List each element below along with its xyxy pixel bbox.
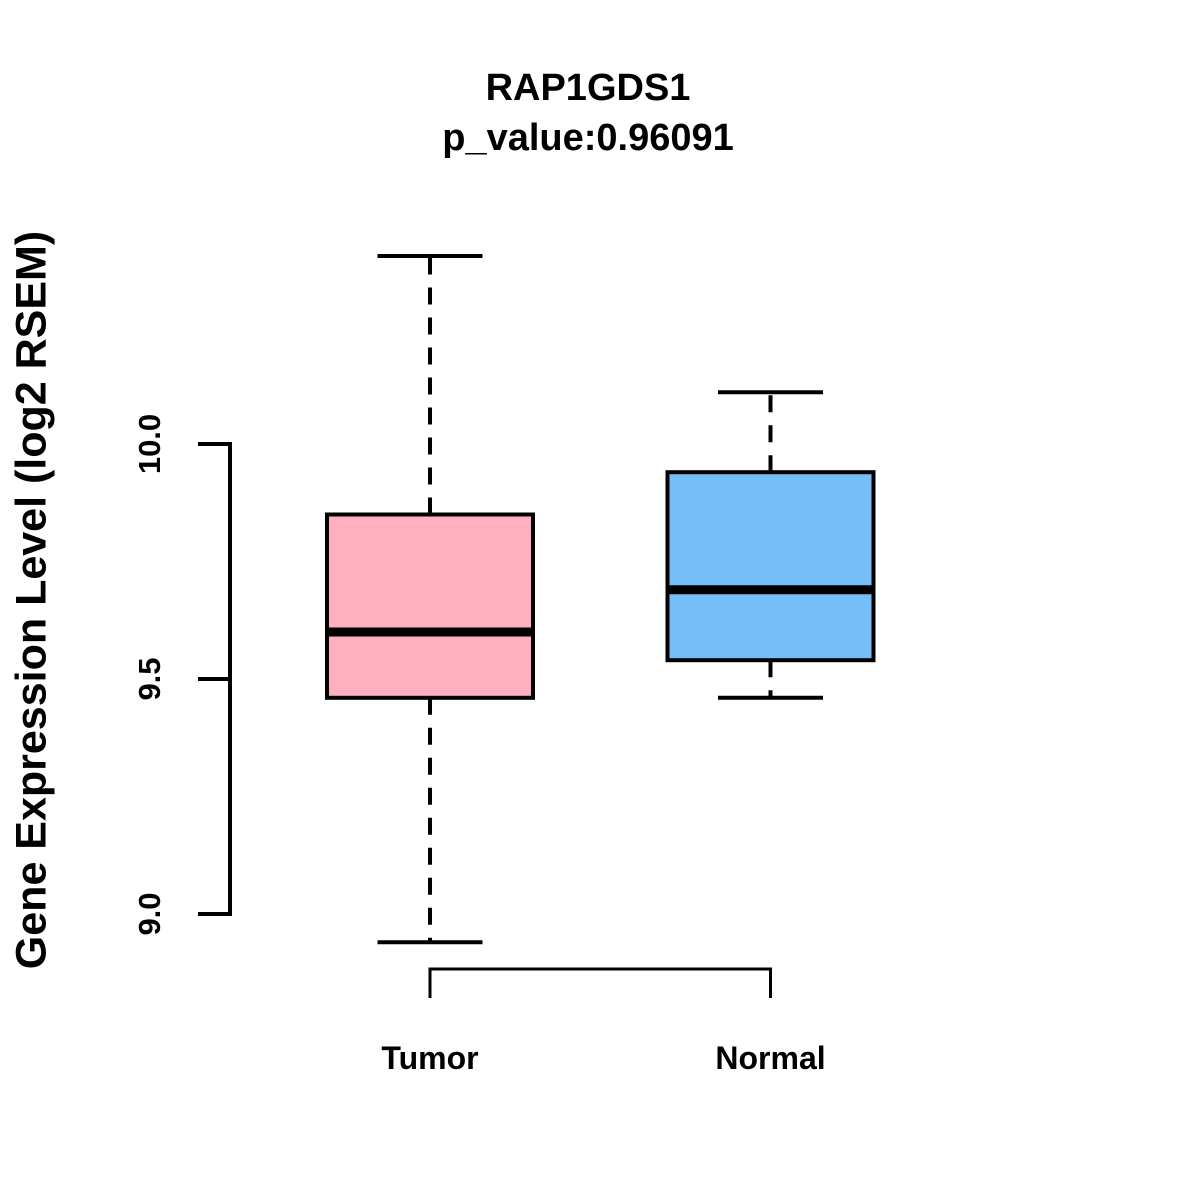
x-category-label-tumor: Tumor: [381, 1040, 479, 1076]
tumor-box: [325, 512, 535, 700]
chart-title: RAP1GDS1: [485, 67, 691, 109]
chart-title-block: RAP1GDS1 p_value:0.96091: [0, 64, 1176, 164]
chart-subtitle-pvalue: p_value:0.96091: [442, 117, 734, 159]
y-tick-label: 10.0: [132, 413, 167, 475]
y-tick-label: 9.0: [132, 892, 167, 936]
x-category-label-normal: Normal: [715, 1040, 826, 1076]
normal-box: [665, 470, 876, 663]
y-tick-label: 9.5: [132, 657, 167, 701]
